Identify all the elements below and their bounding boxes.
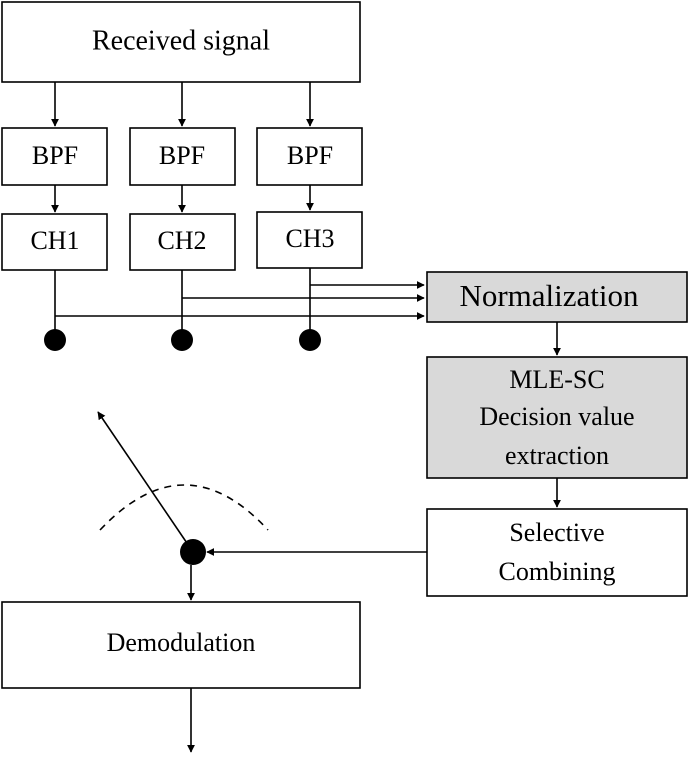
selective-combining-label-line2: Combining <box>498 557 615 586</box>
contact-ch1 <box>44 329 66 351</box>
bpf-2-label: BPF <box>159 141 205 170</box>
contact-ch2 <box>171 329 193 351</box>
ch2-block: CH2 <box>129 213 236 271</box>
demodulation-label: Demodulation <box>107 628 256 657</box>
demodulation-block: Demodulation <box>1 601 361 689</box>
selective-combining-block: Selective Combining <box>426 508 688 597</box>
received-signal-block: Received signal <box>1 1 361 83</box>
ch2-label: CH2 <box>157 226 206 255</box>
bpf-block-3: BPF <box>256 127 363 186</box>
ch3-label: CH3 <box>285 224 334 253</box>
bpf-block-2: BPF <box>129 127 236 186</box>
bpf-3-label: BPF <box>287 141 333 170</box>
selective-combining-label-line1: Selective <box>509 518 604 547</box>
switch-pivot <box>180 539 206 565</box>
normalization-block: Normalization <box>426 271 688 323</box>
bpf-block-1: BPF <box>1 127 108 186</box>
normalization-label: Normalization <box>459 278 639 313</box>
ch1-label: CH1 <box>30 226 79 255</box>
ch3-block: CH3 <box>256 211 363 269</box>
mle-sc-label-line2: Decision value <box>479 402 634 431</box>
contact-ch3 <box>299 329 321 351</box>
mle-sc-label-line1: MLE-SC <box>509 365 604 394</box>
ch1-block: CH1 <box>1 213 108 271</box>
bpf-1-label: BPF <box>32 141 78 170</box>
mle-sc-block: MLE-SC Decision value extraction <box>426 356 688 479</box>
switch-sweep-arc <box>99 484 269 531</box>
switch-arm-arrow <box>97 411 194 553</box>
mle-sc-label-line3: extraction <box>505 441 609 470</box>
received-signal-label: Received signal <box>92 25 270 56</box>
